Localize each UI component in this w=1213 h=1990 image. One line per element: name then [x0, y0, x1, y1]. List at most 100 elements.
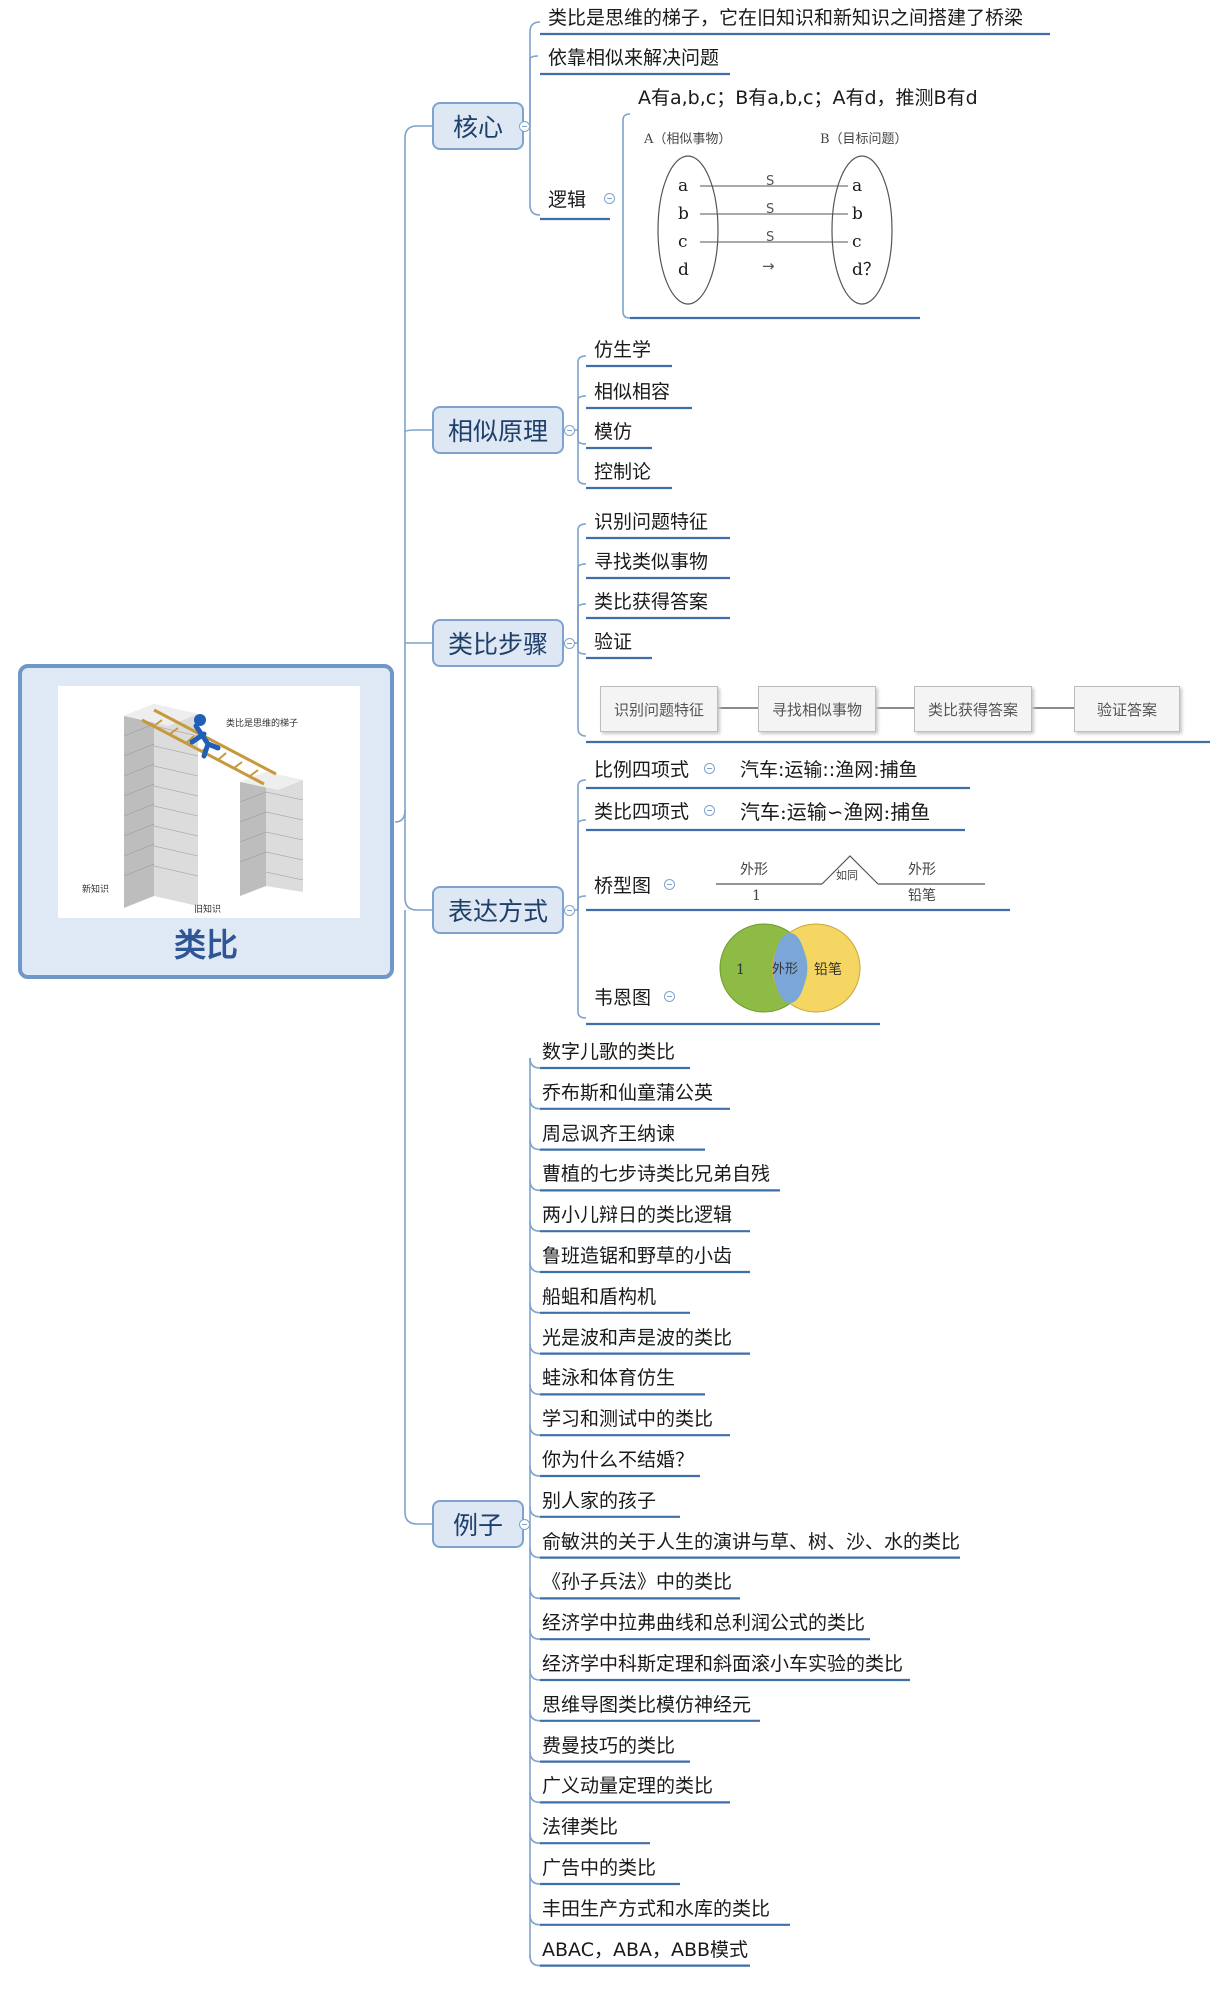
example-item[interactable]: 船蛆和盾构机 — [542, 1285, 657, 1308]
example-item[interactable]: 周忌讽齐王纳谏 — [542, 1122, 676, 1145]
example-connector — [529, 1343, 541, 1355]
example-item[interactable]: 别人家的孩子 — [542, 1489, 657, 1512]
central-topic[interactable]: 类比是思维的梯子 新知识 旧知识 类比 — [18, 664, 394, 979]
example-connector — [529, 1425, 541, 1436]
example-connector — [529, 1669, 541, 1681]
collapse-toggle-icon[interactable] — [519, 1519, 530, 1530]
example-item[interactable]: 两小儿辩日的类比逻辑 — [542, 1204, 733, 1227]
collapse-toggle-icon[interactable] — [564, 425, 575, 436]
logic-b-title: B（目标问题） — [820, 132, 908, 147]
example-item[interactable]: 鲁班造锯和野草的小齿 — [542, 1245, 733, 1267]
example-item[interactable]: 广义动量定理的类比 — [542, 1775, 714, 1798]
example-item[interactable]: 经济学中拉弗曲线和总利润公式的类比 — [542, 1612, 866, 1635]
example-item[interactable]: 曹植的七步诗类比兄弟自残 — [542, 1163, 771, 1186]
collapse-toggle-icon[interactable] — [704, 805, 715, 816]
expr-bridge-label[interactable]: 桥型图 — [594, 875, 652, 897]
bridge-right-bottom: 铅笔 — [908, 888, 936, 904]
example-item[interactable]: 蛙泳和体育仿生 — [542, 1367, 676, 1390]
logic-left-c: c — [678, 232, 688, 252]
example-connector — [529, 1873, 541, 1885]
example-connector — [529, 1465, 541, 1477]
flow-step-2: 寻找相似事物 — [758, 686, 876, 732]
similar-item-compatible[interactable]: 相似相容 — [594, 381, 671, 403]
example-connector — [529, 1710, 541, 1722]
similar-item-imitation[interactable]: 模仿 — [594, 421, 633, 443]
logic-right-b: b — [852, 204, 863, 224]
example-connector — [529, 1833, 541, 1844]
example-item[interactable]: ABAC，ABA，ABB模式 — [542, 1938, 749, 1961]
flow-step-1: 识别问题特征 — [600, 686, 718, 732]
example-connector — [529, 1139, 541, 1151]
logic-sim-3: S — [766, 230, 775, 245]
logic-a-title: A（相似事物） — [644, 132, 732, 147]
example-item[interactable]: 经济学中科斯定理和斜面滚小车实验的类比 — [542, 1653, 904, 1675]
logic-left-d: d — [678, 260, 689, 280]
bridge-right-top: 外形 — [908, 862, 936, 878]
collapse-toggle-icon[interactable] — [664, 991, 675, 1002]
logic-sim-1: S — [766, 174, 775, 189]
example-connector — [529, 1180, 541, 1192]
example-item[interactable]: 《孙子兵法》中的类比 — [542, 1571, 733, 1594]
branch-analogy-steps[interactable]: 类比步骤 — [432, 619, 564, 667]
core-item-ladder[interactable]: 类比是思维的梯子，它在旧知识和新知识之间搭建了桥梁 — [548, 7, 1024, 29]
example-item[interactable]: 丰田生产方式和水库的类比 — [542, 1897, 771, 1920]
steps-item-identify[interactable]: 识别问题特征 — [594, 511, 709, 533]
steps-item-answer[interactable]: 类比获得答案 — [594, 591, 709, 613]
example-item[interactable]: 数字儿歌的类比 — [542, 1041, 676, 1063]
example-item[interactable]: 思维导图类比模仿神经元 — [542, 1693, 752, 1716]
example-item[interactable]: 乔布斯和仙童蒲公英 — [542, 1081, 714, 1104]
example-item[interactable]: 费曼技巧的类比 — [542, 1734, 676, 1757]
example-item[interactable]: 俞敏洪的关于人生的演讲与草、树、沙、水的类比 — [542, 1530, 961, 1553]
example-item[interactable]: 你为什么不结婚？ — [542, 1449, 695, 1471]
example-connector — [529, 1057, 541, 1069]
expr-analogy-label[interactable]: 类比四项式 — [594, 801, 690, 823]
logic-infer-arrow: → — [762, 257, 775, 275]
collapse-toggle-icon[interactable] — [564, 638, 575, 649]
branch-examples[interactable]: 例子 — [432, 1500, 524, 1548]
expr-analogy-value[interactable]: 汽车:运输∽渔网:捕鱼 — [740, 800, 931, 824]
example-item[interactable]: 广告中的类比 — [542, 1857, 657, 1879]
branch-similarity-principle[interactable]: 相似原理 — [432, 406, 564, 454]
similar-item-cybernetics[interactable]: 控制论 — [594, 461, 652, 483]
steps-item-search[interactable]: 寻找类似事物 — [594, 551, 709, 573]
steps-item-verify[interactable]: 验证 — [594, 631, 633, 653]
logic-statement[interactable]: A有a,b,c；B有a,b,c；A有d，推测B有d — [638, 87, 978, 109]
collapse-toggle-icon[interactable] — [564, 905, 575, 916]
example-connector — [529, 1302, 541, 1314]
example-connector — [529, 1629, 541, 1640]
logic-left-b: b — [678, 204, 689, 224]
similar-item-bionics[interactable]: 仿生学 — [594, 339, 652, 361]
expr-proportion-label[interactable]: 比例四项式 — [594, 759, 690, 781]
branch-expression[interactable]: 表达方式 — [432, 886, 564, 934]
logic-diagram — [657, 155, 893, 305]
collapse-toggle-icon[interactable] — [704, 763, 715, 774]
venn-middle-text: 外形 — [772, 962, 799, 977]
logic-left-a: a — [678, 176, 689, 196]
example-connector — [529, 1384, 541, 1396]
example-item[interactable]: 法律类比 — [542, 1816, 619, 1839]
example-connector — [529, 1914, 541, 1926]
logic-right-d: d？ — [852, 260, 880, 280]
example-item[interactable]: 光是波和声是波的类比 — [542, 1326, 733, 1349]
branch-core[interactable]: 核心 — [432, 102, 524, 150]
expr-proportion-value[interactable]: 汽车:运输::渔网:捕鱼 — [740, 759, 918, 781]
collapse-toggle-icon[interactable] — [519, 121, 530, 132]
example-connector — [529, 1955, 541, 1967]
expr-venn-label[interactable]: 韦恩图 — [594, 987, 652, 1009]
example-connector — [529, 1792, 541, 1804]
core-item-similarity[interactable]: 依靠相似来解决问题 — [548, 47, 720, 69]
flow-step-4: 验证答案 — [1074, 686, 1180, 732]
example-item[interactable]: 学习和测试中的类比 — [542, 1408, 714, 1431]
illustration-caption: 类比是思维的梯子 — [226, 717, 298, 729]
ladder-bridge-illustration: 类比是思维的梯子 新知识 旧知识 — [58, 686, 360, 918]
example-connector — [529, 1261, 541, 1273]
example-connector — [529, 1506, 541, 1518]
bridge-left-top: 外形 — [740, 862, 768, 878]
bridge-middle: 如同 — [836, 869, 858, 882]
venn-diagram — [719, 923, 861, 1013]
collapse-toggle-icon[interactable] — [604, 193, 615, 204]
example-connector — [529, 1588, 541, 1600]
bridge-left-bottom: 1 — [752, 888, 761, 904]
core-item-logic[interactable]: 逻辑 — [548, 189, 587, 211]
collapse-toggle-icon[interactable] — [664, 879, 675, 890]
